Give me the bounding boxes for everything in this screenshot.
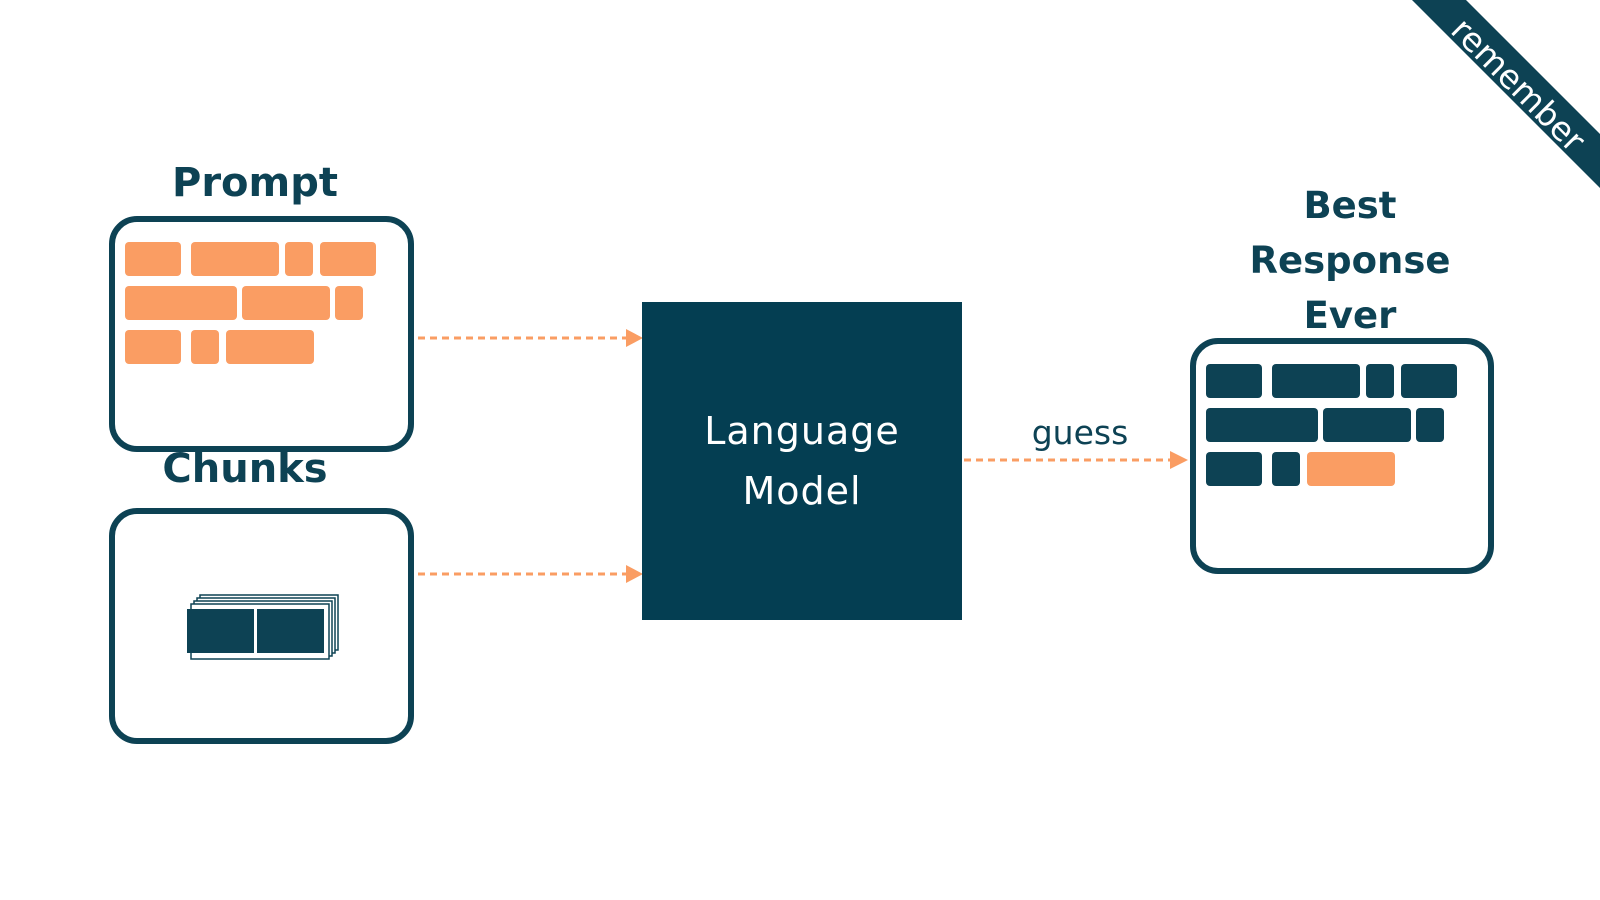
prompt-token — [191, 330, 219, 364]
prompt-token — [125, 286, 237, 320]
prompt-token — [242, 286, 330, 320]
response-title-line-3: Ever — [1303, 294, 1397, 337]
arrowhead-guess — [1170, 451, 1188, 469]
prompt-token — [125, 242, 181, 276]
language-model-label: Language Model — [704, 401, 900, 521]
response-token — [1206, 408, 1318, 442]
model-line-2: Model — [742, 469, 862, 513]
arrowhead-chunks — [626, 565, 643, 583]
prompt-title: Prompt — [172, 160, 338, 206]
response-title-line-1: Best — [1303, 184, 1397, 227]
prompt-token — [320, 242, 376, 276]
response-token — [1323, 408, 1411, 442]
prompt-token — [285, 242, 313, 276]
response-token-next — [1307, 452, 1395, 486]
response-token — [1272, 364, 1360, 398]
response-title: Best Response Ever — [1210, 178, 1490, 343]
chunks-title: Chunks — [162, 446, 328, 492]
chunk-stack-icon — [187, 594, 339, 660]
response-token — [1272, 452, 1300, 486]
language-model-box: Language Model — [642, 302, 962, 620]
response-token — [1206, 452, 1262, 486]
arrowhead-prompt — [626, 329, 643, 347]
response-token — [1206, 364, 1262, 398]
guess-label: guess — [1031, 413, 1129, 452]
prompt-token — [191, 242, 279, 276]
prompt-token — [335, 286, 363, 320]
response-title-line-2: Response — [1249, 239, 1451, 282]
response-token — [1401, 364, 1457, 398]
prompt-token — [125, 330, 181, 364]
prompt-token — [226, 330, 314, 364]
model-line-1: Language — [704, 409, 900, 453]
response-token — [1416, 408, 1444, 442]
response-card — [1190, 338, 1494, 574]
chunks-card — [109, 508, 414, 744]
prompt-card — [109, 216, 414, 452]
response-token — [1366, 364, 1394, 398]
